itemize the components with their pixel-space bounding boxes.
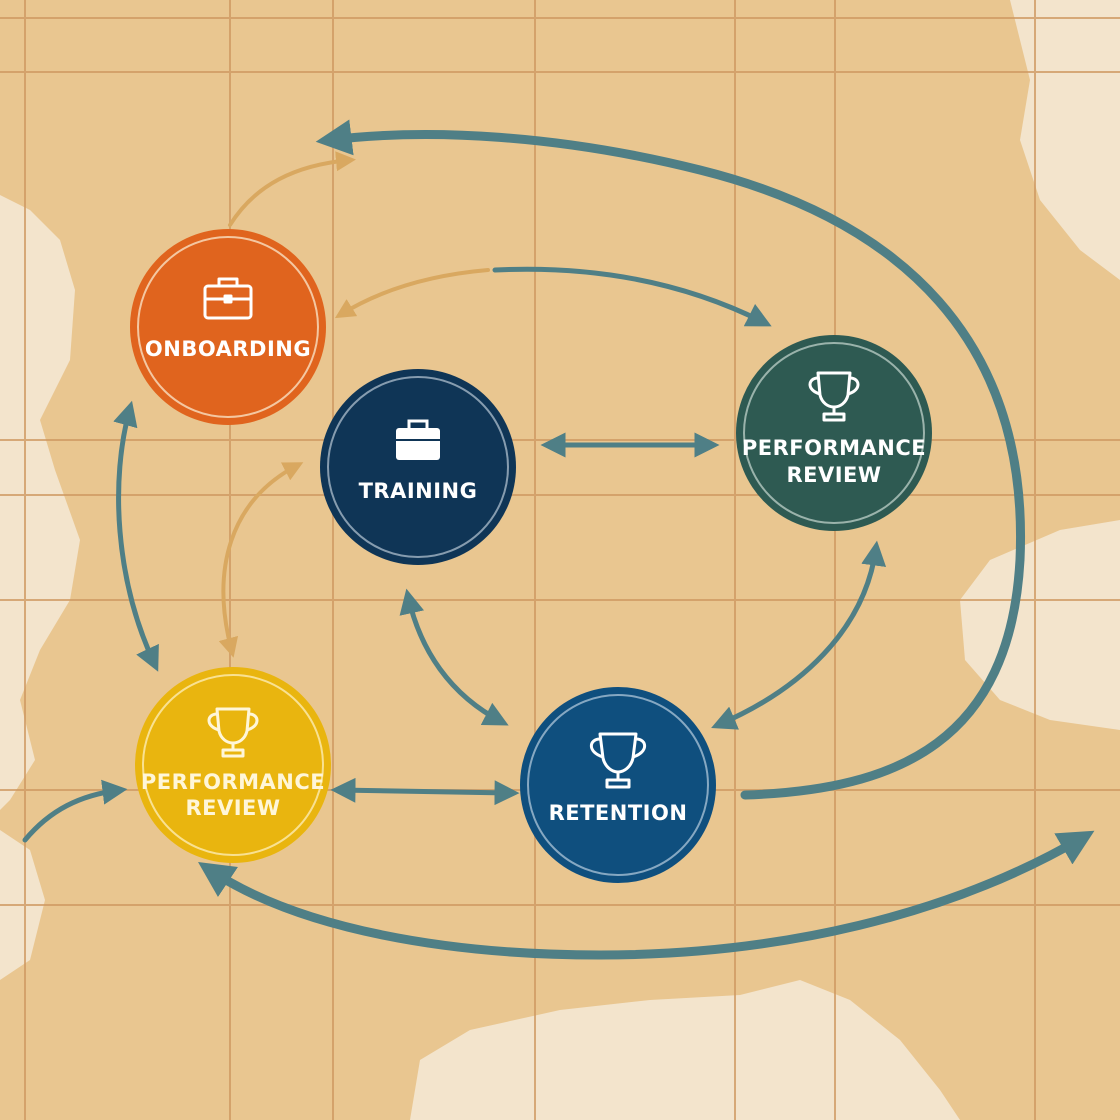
node-performance-review-top-label-2: REVIEW [786, 463, 881, 487]
node-performance-review-top-label-1: PERFORMANCE [742, 436, 926, 460]
node-training-label: TRAINING [359, 479, 478, 503]
node-performance-review-bottom: PERFORMANCE REVIEW [135, 667, 331, 863]
big-loop-arrow [315, 119, 1026, 800]
node-onboarding-label: ONBOARDING [145, 337, 311, 361]
gold-arrow-onboarding-in [334, 268, 490, 319]
briefcase-icon [203, 277, 253, 320]
bottom-sweep-arrow [198, 830, 1095, 960]
node-performance-review-bottom-label-1: PERFORMANCE [141, 770, 325, 794]
arrow-retention-perf-review-top [711, 540, 887, 730]
arrow-training-retention [399, 588, 509, 726]
node-performance-review-top: PERFORMANCE REVIEW [736, 335, 932, 531]
trophy-icon [808, 371, 860, 422]
gold-arrow-onboarding-out [228, 151, 356, 227]
node-onboarding: ONBOARDING [130, 229, 326, 425]
node-performance-review-bottom-label-2: REVIEW [185, 796, 280, 820]
gold-arrows [218, 151, 490, 658]
node-retention: RETENTION [520, 687, 716, 883]
trophy-icon [589, 732, 647, 789]
arrow-onboarding-perf-review-bottom [113, 400, 159, 672]
node-training: TRAINING [320, 369, 516, 565]
arrow-perf-review-bottom-retention [330, 777, 520, 806]
trophy-icon [207, 707, 259, 758]
arrow-incoming-left [22, 779, 128, 843]
briefcase-icon [396, 419, 440, 460]
arrow-onboarding-to-perf-review-top [492, 266, 772, 327]
node-retention-label: RETENTION [549, 801, 688, 825]
gold-arrow-training-perf-review-bottom [218, 462, 304, 658]
connector-arrows [22, 119, 1095, 960]
